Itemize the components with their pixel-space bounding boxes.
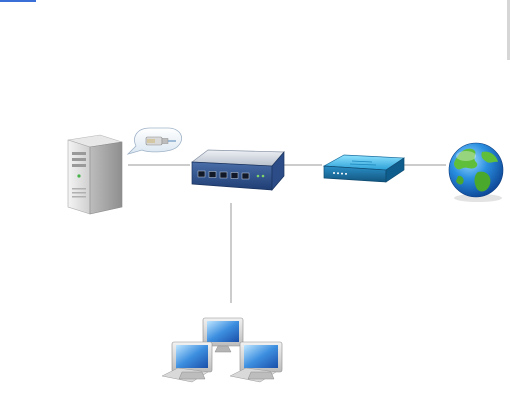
computer-group-icon[interactable] — [162, 318, 282, 382]
network-switch-icon[interactable] — [192, 150, 284, 190]
monitor-left-icon — [162, 342, 212, 382]
globe-icon[interactable] — [449, 143, 503, 202]
modem-icon[interactable] — [324, 155, 404, 182]
connection-lines — [128, 165, 446, 303]
server-tower-icon[interactable] — [68, 135, 122, 214]
connection-callout — [128, 128, 182, 154]
monitor-right-icon — [230, 342, 282, 382]
